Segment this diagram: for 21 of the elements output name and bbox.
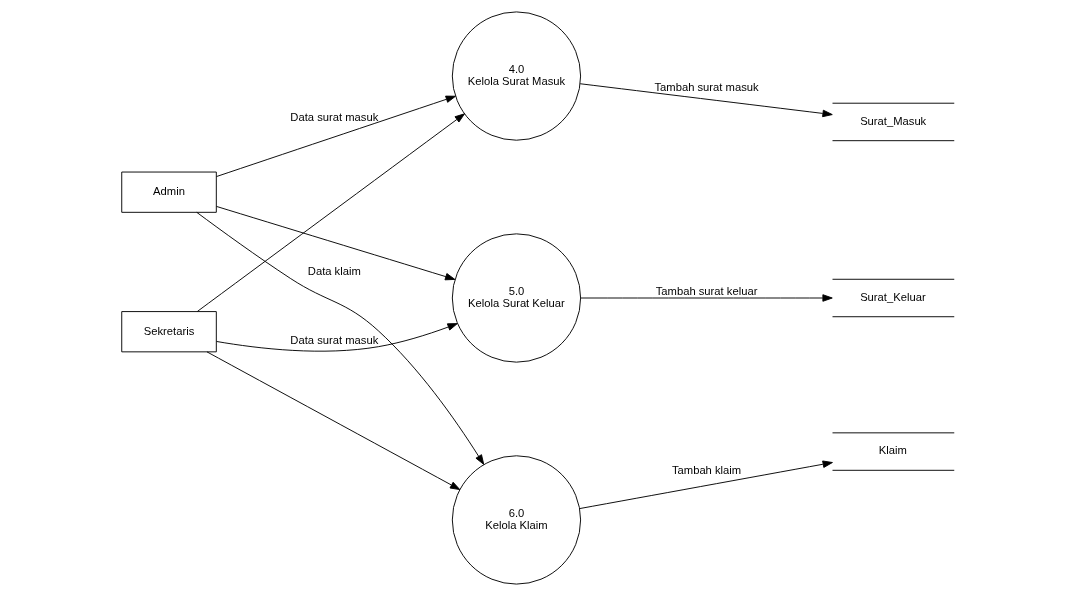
node-box: Sekretaris	[120, 311, 217, 353]
node-text: Surat_Keluar	[859, 290, 926, 303]
edge-label: Data surat masuk	[289, 110, 378, 123]
node-circle: 5.0 Kelola Surat Keluar	[451, 233, 581, 363]
node-box: Admin	[120, 171, 217, 213]
arrow	[215, 323, 458, 352]
edge-label: Tambah surat keluar	[655, 284, 757, 297]
arrow	[579, 83, 833, 118]
edge-label: Tambah klaim	[671, 463, 741, 476]
edge-label: Data klaim	[307, 265, 361, 278]
edge-label: Data surat masuk	[289, 333, 378, 346]
node-text: Klaim	[878, 444, 907, 457]
edge-label: Tambah surat masuk	[653, 80, 759, 93]
arrow	[206, 351, 460, 491]
arrow	[215, 95, 456, 177]
arrow	[196, 113, 465, 312]
arrow	[580, 294, 833, 302]
arrow	[195, 211, 484, 465]
node-text: Surat_Masuk	[859, 114, 926, 127]
arrow	[215, 206, 455, 281]
arrow	[578, 460, 833, 510]
